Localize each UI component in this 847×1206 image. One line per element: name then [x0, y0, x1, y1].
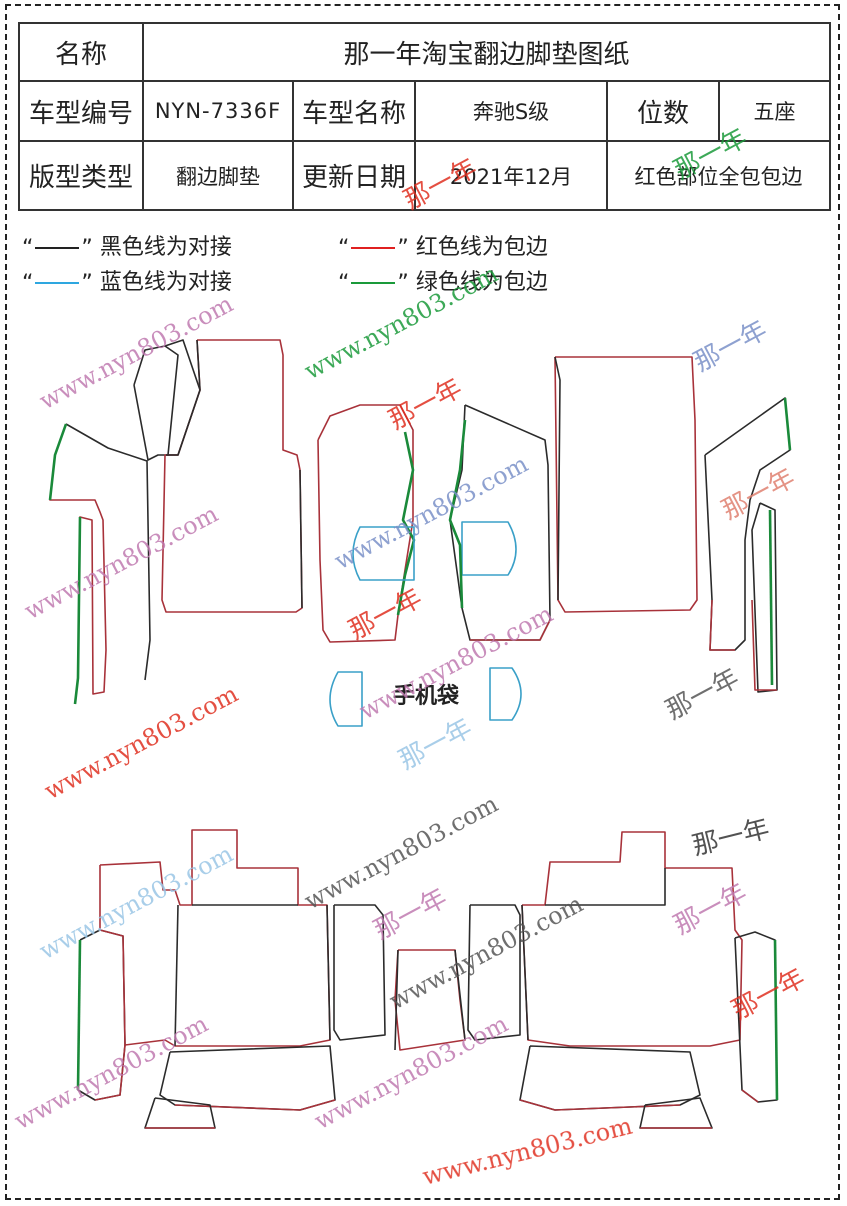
- dashed-border: [5, 4, 840, 1200]
- update-date: 2021年12月: [414, 140, 608, 211]
- note-text: 红色部位全包包边: [605, 140, 832, 211]
- legend-green-text: 绿色线为包边: [415, 270, 548, 295]
- watermark-site: www.nyn803.com: [300, 260, 503, 386]
- center-left-tunnel-green: [396, 431, 416, 616]
- watermark-site: www.nyn803.com: [330, 450, 533, 576]
- sheet-title: 那一年淘宝翻边脚垫图纸: [141, 22, 832, 82]
- legend-blue: “” 蓝色线为对接: [22, 270, 232, 296]
- legend-blue-swatch: [35, 282, 80, 284]
- front-right-side-strip: [751, 502, 778, 693]
- legend-red-swatch: [351, 247, 396, 249]
- legend-green: “” 绿色线为包边: [338, 270, 548, 296]
- phone-bag-label: 手机袋: [393, 683, 460, 709]
- center-right-tunnel-green: [448, 419, 467, 609]
- watermark-brand: 那一年: [727, 963, 810, 1026]
- rear-right-lower-piece: [519, 1045, 701, 1111]
- watermark-brand: 那一年: [661, 663, 744, 726]
- name-label: 名称: [18, 22, 144, 82]
- pattern-type-label: 版型类型: [18, 140, 144, 211]
- rear-right-main-mat: [521, 831, 743, 1047]
- rear-right-center-piece: [467, 904, 521, 1041]
- seats-label: 位数: [606, 80, 720, 142]
- watermark-site: www.nyn803.com: [40, 680, 243, 806]
- watermark-site: www.nyn803.com: [10, 1010, 213, 1136]
- blue-cutout-right: [461, 521, 517, 576]
- watermark-site: www.nyn803.com: [420, 1112, 636, 1191]
- model-name: 奔驰S级: [414, 80, 608, 142]
- legend-black-swatch: [35, 247, 80, 249]
- legend-blue-text: 蓝色线为对接: [99, 270, 232, 295]
- watermark-brand: 那一年: [669, 878, 752, 941]
- pattern-type: 翻边脚垫: [142, 140, 294, 211]
- seats-value: 五座: [717, 80, 832, 142]
- passenger-main-mat: [554, 356, 698, 613]
- watermark-brand: 那一年: [689, 814, 772, 862]
- watermark-brand: 那一年: [689, 315, 772, 378]
- rear-right-lower-corner: [639, 1097, 713, 1129]
- watermark-site: www.nyn803.com: [35, 840, 238, 966]
- front-left-door-piece-black: [65, 423, 151, 681]
- model-code: NYN-7336F: [142, 80, 294, 142]
- legend-black: “” 黑色线为对接: [22, 235, 232, 261]
- legend-red: “” 红色线为包边: [338, 235, 548, 261]
- blue-cutout-left: [352, 526, 415, 581]
- legend-black-text: 黑色线为对接: [99, 235, 232, 260]
- legend-red-text: 红色线为包边: [415, 235, 548, 260]
- rear-left-lower-piece: [159, 1045, 336, 1111]
- watermark-layer: www.nyn803.com www.nyn803.com www.nyn803…: [10, 260, 636, 1191]
- watermark-brand: 那一年: [669, 123, 752, 186]
- watermark-brand: 那一年: [369, 883, 452, 946]
- front-left-door-green: [48, 423, 82, 705]
- driver-main-mat: [161, 339, 303, 613]
- rear-left-lower-corner: [144, 1097, 216, 1129]
- front-right-door-green: [783, 397, 792, 451]
- front-right-door-piece: [704, 397, 791, 651]
- phone-bag-right: [489, 667, 522, 721]
- update-date-label: 更新日期: [292, 140, 416, 211]
- watermark-brand: 那一年: [394, 713, 477, 776]
- phone-bag-left: [329, 671, 363, 727]
- front-left-side-strip: [133, 345, 179, 461]
- watermark-brand: 那一年: [344, 583, 427, 646]
- watermark-site: www.nyn803.com: [310, 1010, 513, 1136]
- model-code-label: 车型编号: [18, 80, 144, 142]
- watermark-brand: 那一年: [384, 373, 467, 436]
- model-name-label: 车型名称: [292, 80, 416, 142]
- rear-left-center-piece: [333, 904, 386, 1041]
- legend-green-swatch: [351, 282, 396, 284]
- watermark-brand: 那一年: [399, 153, 482, 216]
- rear-left-main-mat: [99, 829, 331, 1047]
- watermark-site: www.nyn803.com: [300, 790, 503, 916]
- watermark-site: www.nyn803.com: [20, 500, 223, 626]
- info-table: 名称 那一年淘宝翻边脚垫图纸 车型编号 NYN-7336F 车型名称 奔驰S级 …: [18, 22, 832, 211]
